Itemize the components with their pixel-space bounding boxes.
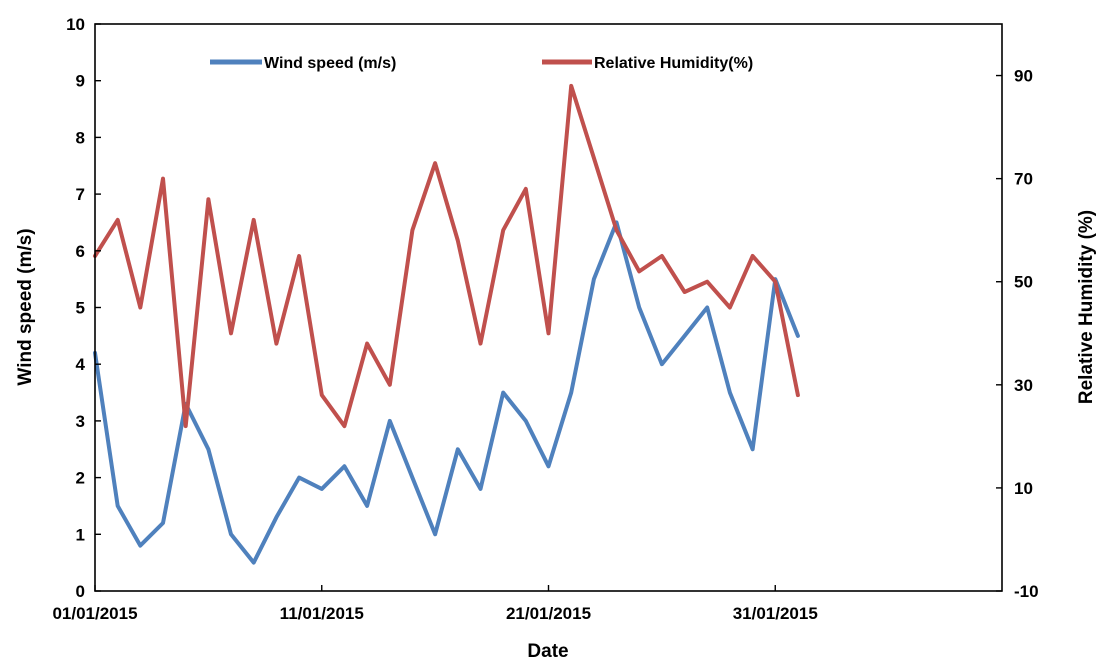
x-axis-title: Date	[527, 641, 568, 661]
series-line-relative-humidity	[93, 83, 800, 429]
y-left-tick-label-5: 5	[76, 299, 85, 318]
legend-label-relative-humidity: Relative Humidity(%)	[594, 55, 753, 72]
x-tick-label-2: 21/01/2015	[506, 604, 591, 623]
y-left-tick-label-2: 2	[76, 469, 85, 488]
y-left-tick-label-9: 9	[76, 72, 85, 91]
x-tick-label-1: 11/01/2015	[280, 604, 364, 623]
y-left-tick-label-4: 4	[76, 355, 86, 374]
y-axis-right-title: Relative Humidity (%)	[1076, 210, 1097, 404]
y-right-tick-label-5: 90	[1014, 67, 1033, 86]
y-right-tick-label-0: -10	[1014, 582, 1039, 601]
y-axis-left-title: Wind speed (m/s)	[15, 228, 36, 385]
y-left-tick-label-0: 0	[76, 582, 85, 601]
y-left-tick-label-7: 7	[76, 185, 85, 204]
y-left-tick-label-8: 8	[76, 128, 85, 147]
y-left-tick-label-10: 10	[66, 15, 85, 34]
y-left-tick-label-3: 3	[76, 412, 85, 431]
plot-area-frame	[94, 23, 1003, 592]
series-line-wind-speed	[93, 220, 800, 565]
y-right-tick-label-2: 30	[1014, 376, 1033, 395]
y-left-tick-label-1: 1	[76, 525, 85, 544]
legend: Wind speed (m/s) Relative Humidity(%)	[210, 55, 753, 72]
y-right-tick-label-1: 10	[1014, 479, 1033, 498]
ticks-layer: 0 1 2 3 4 5 6 7 8 9 10 -10 10 30 50 70 90 01/01/2015 11/01…	[52, 15, 1038, 623]
series-layer	[93, 83, 800, 565]
y-right-tick-label-4: 70	[1014, 170, 1033, 189]
y-right-tick-label-3: 50	[1014, 273, 1033, 292]
y-left-tick-label-6: 6	[76, 242, 85, 261]
x-tick-label-3: 31/01/2015	[733, 604, 818, 623]
legend-label-wind-speed: Wind speed (m/s)	[264, 55, 396, 72]
x-tick-label-0: 01/01/2015	[52, 604, 137, 623]
